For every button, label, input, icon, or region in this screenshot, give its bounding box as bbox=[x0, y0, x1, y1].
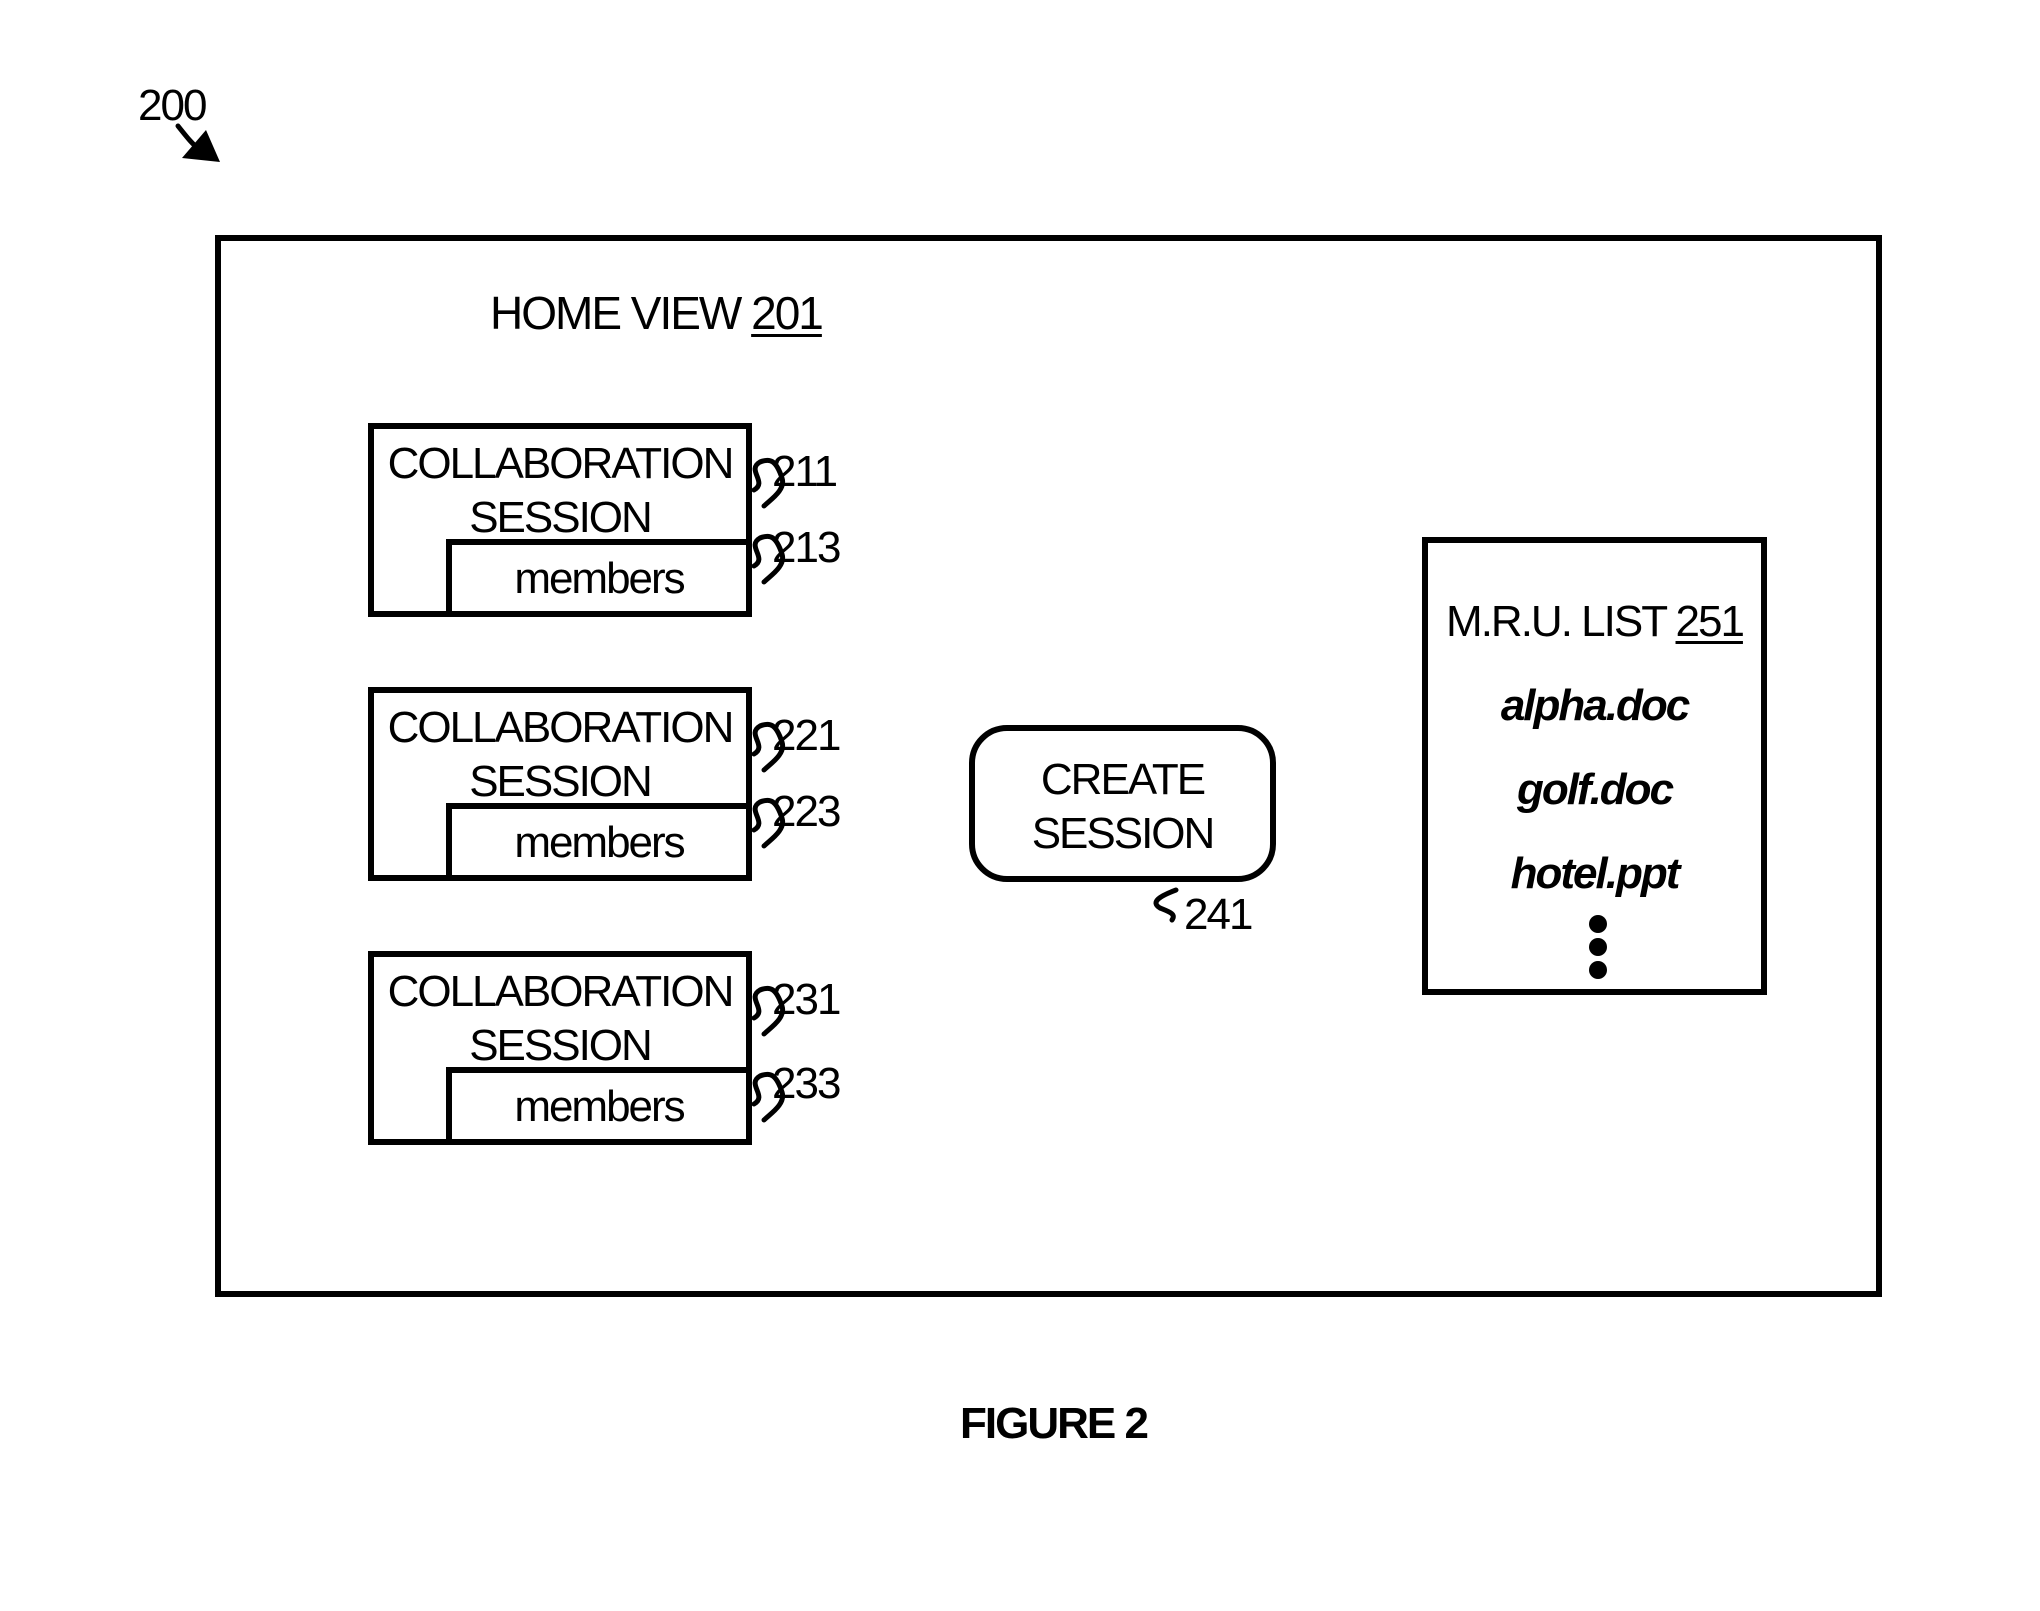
leader-211 bbox=[754, 460, 783, 506]
leader-241 bbox=[1156, 890, 1176, 920]
leader-223 bbox=[754, 800, 783, 846]
leader-231 bbox=[754, 988, 783, 1034]
leader-233 bbox=[754, 1074, 783, 1120]
leader-221 bbox=[754, 724, 783, 770]
leader-213 bbox=[754, 536, 783, 582]
